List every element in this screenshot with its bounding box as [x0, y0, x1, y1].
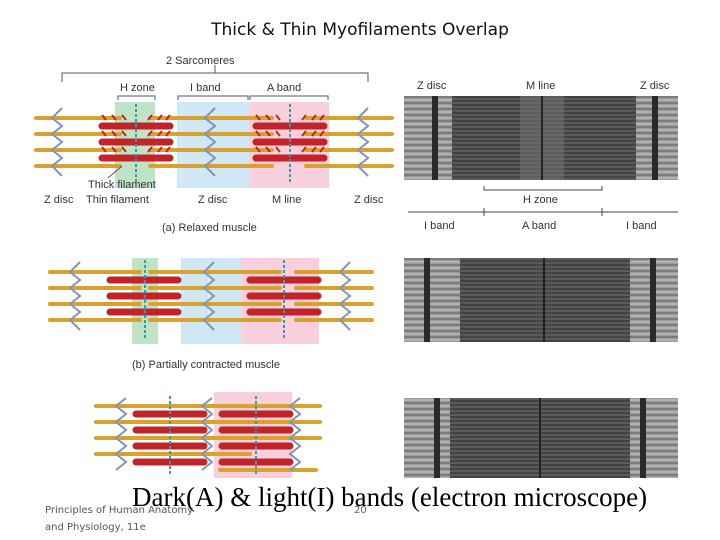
z-disc-right-label: Z disc — [354, 194, 384, 206]
panel-a-caption: (a) Relaxed muscle — [162, 222, 257, 234]
em-z-disc-left-label: Z disc — [417, 80, 447, 92]
em-i-band-right-label: I band — [626, 220, 657, 232]
z-discs-a — [50, 107, 370, 177]
footer-credit: Principles of Human Anatomy and Physiolo… — [45, 502, 193, 536]
a-band-label: A band — [267, 82, 301, 94]
thin-filament-label: Thin filament — [86, 194, 149, 206]
footer-line-2: and Physiology, 11e — [45, 522, 146, 533]
micrograph-relaxed: Z disc M line Z disc H zone I band A ban… — [404, 80, 678, 232]
z-disc-mid-label: Z disc — [198, 194, 228, 206]
thick-filament-label: Thick filament — [88, 179, 156, 191]
em-i-band-left-label: I band — [424, 220, 455, 232]
panel-c-contracted — [94, 392, 322, 478]
em-a-band-label: A band — [522, 220, 556, 232]
footer-line-1: Principles of Human Anatomy — [45, 505, 194, 516]
panel-b-contracted: (b) Partially contracted muscle — [48, 258, 374, 371]
z-disc-left-label: Z disc — [44, 194, 74, 206]
slide-caption: Dark(A) & light(I) bands (electron micro… — [132, 482, 648, 512]
em-z-disc-right-label: Z disc — [640, 80, 670, 92]
micrograph-partially-contracted — [404, 258, 678, 342]
myosin-heads-a — [101, 114, 325, 153]
em-h-zone-label: H zone — [523, 194, 558, 206]
m-line-label: M line — [272, 194, 301, 206]
m-lines-a — [135, 104, 291, 182]
panel-a-relaxed: 2 Sarcomeres H zone I band A band — [34, 55, 394, 234]
panel-b-caption: (b) Partially contracted muscle — [132, 359, 280, 371]
h-zone-label: H zone — [120, 82, 155, 94]
em-m-line-label: M line — [526, 80, 555, 92]
sarcomeres-label: 2 Sarcomeres — [166, 55, 235, 67]
slide-title: Thick & Thin Myofilaments Overlap — [211, 20, 509, 40]
sarcomeres-bracket — [61, 72, 369, 82]
page-number: 20 — [354, 505, 367, 516]
micrograph-fully-contracted — [404, 398, 678, 478]
i-band-label: I band — [190, 82, 221, 94]
